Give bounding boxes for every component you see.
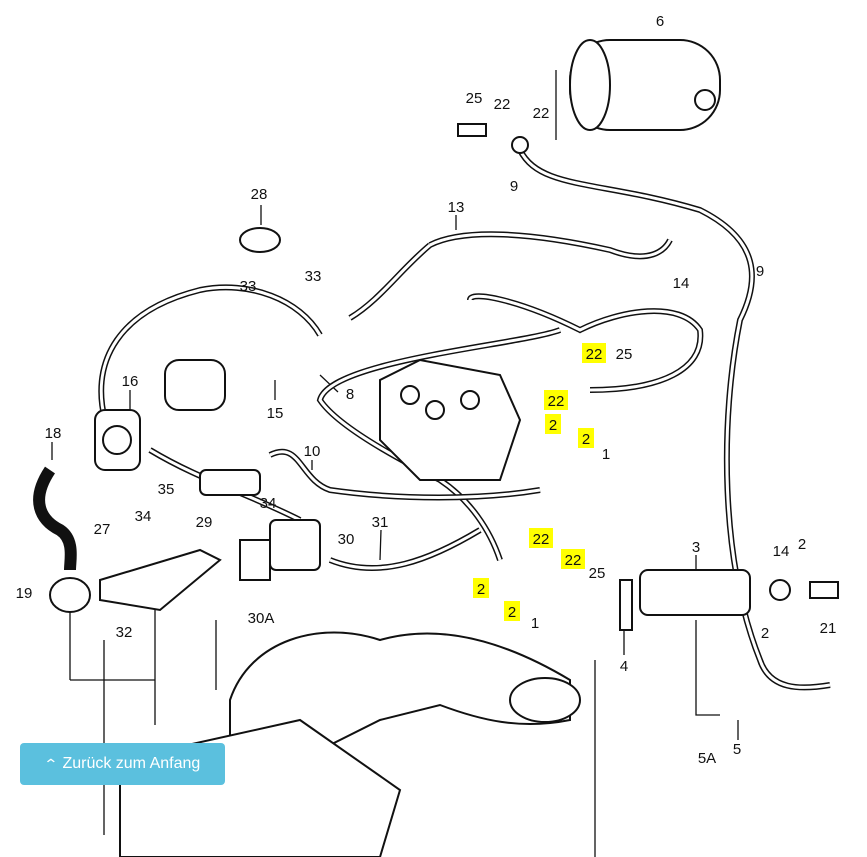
label: 27 bbox=[94, 521, 111, 538]
label: 18 bbox=[45, 425, 62, 442]
pressure-regulator bbox=[164, 359, 226, 411]
label-highlighted: 2 bbox=[549, 417, 557, 434]
chevron-up-icon: ⌃ bbox=[42, 755, 59, 772]
label: 1 bbox=[531, 615, 539, 632]
label-highlighted: 2 bbox=[477, 581, 485, 598]
label: 33 bbox=[305, 268, 322, 285]
label: 33 bbox=[240, 278, 257, 295]
fuel-distributor bbox=[379, 358, 522, 481]
label: 15 bbox=[267, 405, 284, 422]
label: 29 bbox=[196, 514, 213, 531]
label: 34 bbox=[260, 495, 277, 512]
label: 21 bbox=[820, 620, 837, 637]
label: 2 bbox=[761, 625, 769, 642]
label: 34 bbox=[135, 508, 152, 525]
label: 9 bbox=[756, 263, 764, 280]
label: 28 bbox=[251, 186, 268, 203]
label: 5 bbox=[733, 741, 741, 758]
label: 16 bbox=[122, 373, 139, 390]
label: 22 bbox=[533, 105, 550, 122]
label: 35 bbox=[158, 481, 175, 498]
back-to-top-button[interactable]: ⌃ Zurück zum Anfang bbox=[20, 743, 225, 785]
label: 1 bbox=[602, 446, 610, 463]
label: 10 bbox=[304, 443, 321, 460]
label-highlighted: 2 bbox=[582, 431, 590, 448]
back-to-top-label: Zurück zum Anfang bbox=[62, 755, 201, 772]
label: 14 bbox=[773, 543, 790, 560]
part-labels: 6 25 22 22 9 28 13 33 33 9 14 22 25 22 1… bbox=[16, 13, 837, 767]
label: 19 bbox=[16, 585, 33, 602]
label: 25 bbox=[466, 90, 483, 107]
label: 2 bbox=[798, 536, 806, 553]
label: 30A bbox=[248, 610, 275, 627]
label-highlighted: 2 bbox=[508, 604, 516, 621]
label: 31 bbox=[372, 514, 389, 531]
label: 9 bbox=[510, 178, 518, 195]
label: 32 bbox=[116, 624, 133, 641]
air-intake bbox=[229, 631, 571, 761]
label: 22 bbox=[494, 96, 511, 113]
label-highlighted: 22 bbox=[565, 552, 582, 569]
label: 25 bbox=[589, 565, 606, 582]
label: 4 bbox=[620, 658, 628, 675]
label-highlighted: 22 bbox=[548, 393, 565, 410]
label: 14 bbox=[673, 275, 690, 292]
leader-lines bbox=[51, 70, 739, 857]
label-highlighted: 22 bbox=[586, 346, 603, 363]
label: 6 bbox=[656, 13, 664, 30]
label: 30 bbox=[338, 531, 355, 548]
label-highlighted: 22 bbox=[533, 531, 550, 548]
label: 25 bbox=[616, 346, 633, 363]
label: 5A bbox=[698, 750, 716, 767]
label: 13 bbox=[448, 199, 465, 216]
label: 3 bbox=[692, 539, 700, 556]
parts bbox=[49, 39, 839, 857]
slave-cylinder bbox=[639, 569, 751, 616]
label: 8 bbox=[346, 386, 354, 403]
